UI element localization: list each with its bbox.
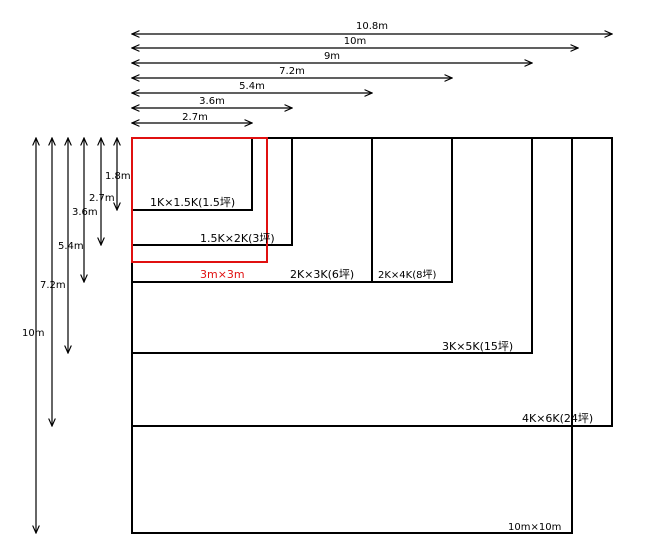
room-outlines [131,137,613,534]
label-4k-6k: 4K×6K(24坪) [522,412,593,425]
dim-3-6m-v-label: 3.6m [72,207,98,218]
dim-1-8m-label: 1.8m [105,171,131,182]
dim-2-7m-label: 2.7m [182,112,208,123]
dim-5-4m-label: 5.4m [239,81,265,92]
dim-7-2m-v-label: 7.2m [40,280,66,291]
vertical-dimensions: 1.8m 2.7m 3.6m 5.4m 7.2m 10m [22,138,131,533]
dim-10m-v-label: 10m [22,328,44,339]
dim-2-7m-v-label: 2.7m [89,193,115,204]
room-labels: 1K×1.5K(1.5坪) 1.5K×2K(3坪) 3m×3m 2K×3K(6坪… [150,196,593,533]
label-3m-3m: 3m×3m [200,268,245,281]
dim-9m-label: 9m [324,51,340,62]
label-3k-5k: 3K×5K(15坪) [442,340,513,353]
label-2k-3k: 2K×3K(6坪) [290,268,354,281]
label-1k-1-5k: 1K×1.5K(1.5坪) [150,196,235,209]
dim-7-2m-label: 7.2m [279,66,305,77]
label-10m-10m: 10m×10m [508,522,561,533]
label-1-5k-2k: 1.5K×2K(3坪) [200,232,275,245]
label-2k-4k: 2K×4K(8坪) [378,268,436,281]
dim-10m-label: 10m [344,36,366,47]
dim-3-6m-label: 3.6m [199,96,225,107]
dim-10-8m-label: 10.8m [356,21,388,32]
highlight-3m-3m [131,137,268,263]
horizontal-dimensions: 10.8m 10m 9m 7.2m 5.4m 3.6m 2.7m [132,21,612,123]
dim-5-4m-v-label: 5.4m [58,241,84,252]
